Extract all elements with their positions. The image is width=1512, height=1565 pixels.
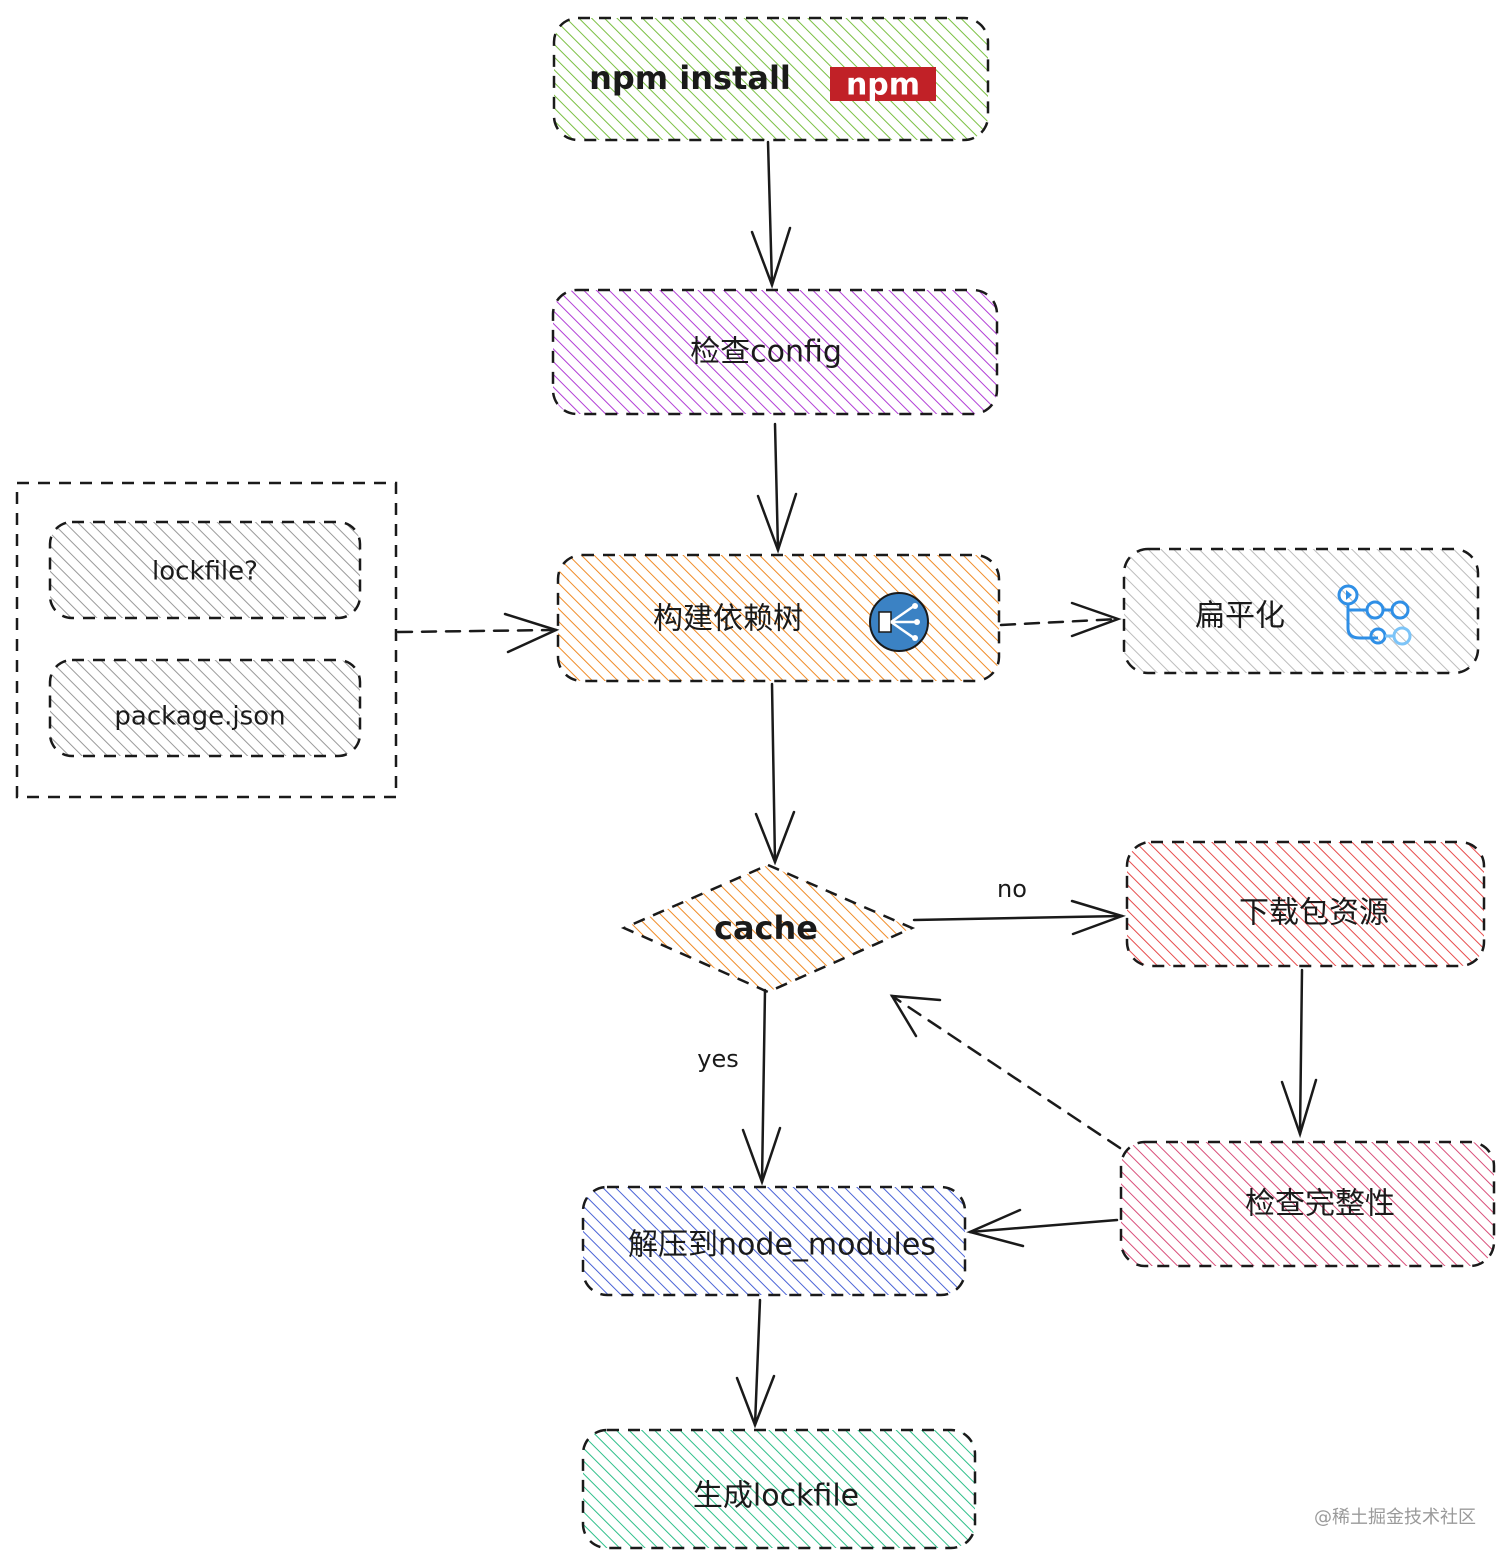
- node-extract-label: 解压到node_modules: [628, 1228, 936, 1263]
- node-flatten-label: 扁平化: [1195, 599, 1285, 634]
- git-flow-icon: [1337, 584, 1412, 646]
- node-build-dependency-tree: 构建依赖树: [556, 553, 1001, 683]
- node-lockfile-question: lockfile?: [48, 520, 362, 620]
- node-cache-label: cache: [714, 909, 818, 947]
- node-package-json-label: package.json: [114, 702, 285, 732]
- node-download-packages: 下载包资源: [1125, 840, 1486, 968]
- npm-logo-text: npm: [846, 68, 920, 103]
- edge-install-to-config: [750, 140, 792, 289]
- node-npm-install: npm install npm: [552, 16, 990, 142]
- edge-tree-to-cache: [754, 682, 796, 866]
- node-cache-decision: cache: [620, 863, 916, 994]
- node-extract-node-modules: 解压到node_modules: [581, 1185, 967, 1297]
- node-build-tree-label: 构建依赖树: [653, 602, 803, 637]
- node-flatten: 扁平化: [1122, 547, 1480, 675]
- edge-label-yes: yes: [697, 1045, 738, 1073]
- edge-inputs-to-tree: [396, 612, 560, 654]
- node-gen-lockfile-label: 生成lockfile: [693, 1479, 859, 1514]
- npm-logo-icon: npm: [830, 67, 936, 103]
- node-lockfile-label: lockfile?: [152, 557, 258, 587]
- node-check-config: 检查config: [551, 288, 999, 416]
- dependency-tree-icon: [869, 592, 929, 652]
- edge-extract-to-lockfile: [735, 1298, 776, 1429]
- edge-integrity-to-extract: [966, 1208, 1119, 1248]
- edge-cache-to-download: [912, 899, 1126, 936]
- node-check-integrity: 检查完整性: [1119, 1140, 1496, 1268]
- node-check-config-label: 检查config: [690, 335, 842, 370]
- edge-download-to-integrity: [1280, 968, 1318, 1139]
- input-group-frame: [15, 481, 398, 799]
- edge-config-to-tree: [756, 422, 798, 554]
- node-integrity-label: 检查完整性: [1245, 1187, 1395, 1222]
- edge-cache-to-extract: [741, 988, 782, 1186]
- node-package-json: package.json: [48, 658, 362, 758]
- node-download-label: 下载包资源: [1239, 896, 1389, 931]
- node-generate-lockfile: 生成lockfile: [581, 1428, 977, 1550]
- node-npm-install-label: npm install: [589, 59, 791, 97]
- edge-tree-to-flatten: [999, 601, 1122, 638]
- edge-label-no: no: [997, 875, 1027, 903]
- edge-integrity-to-cache: [889, 994, 1122, 1150]
- watermark-text: @稀土掘金技术社区: [1314, 1507, 1476, 1528]
